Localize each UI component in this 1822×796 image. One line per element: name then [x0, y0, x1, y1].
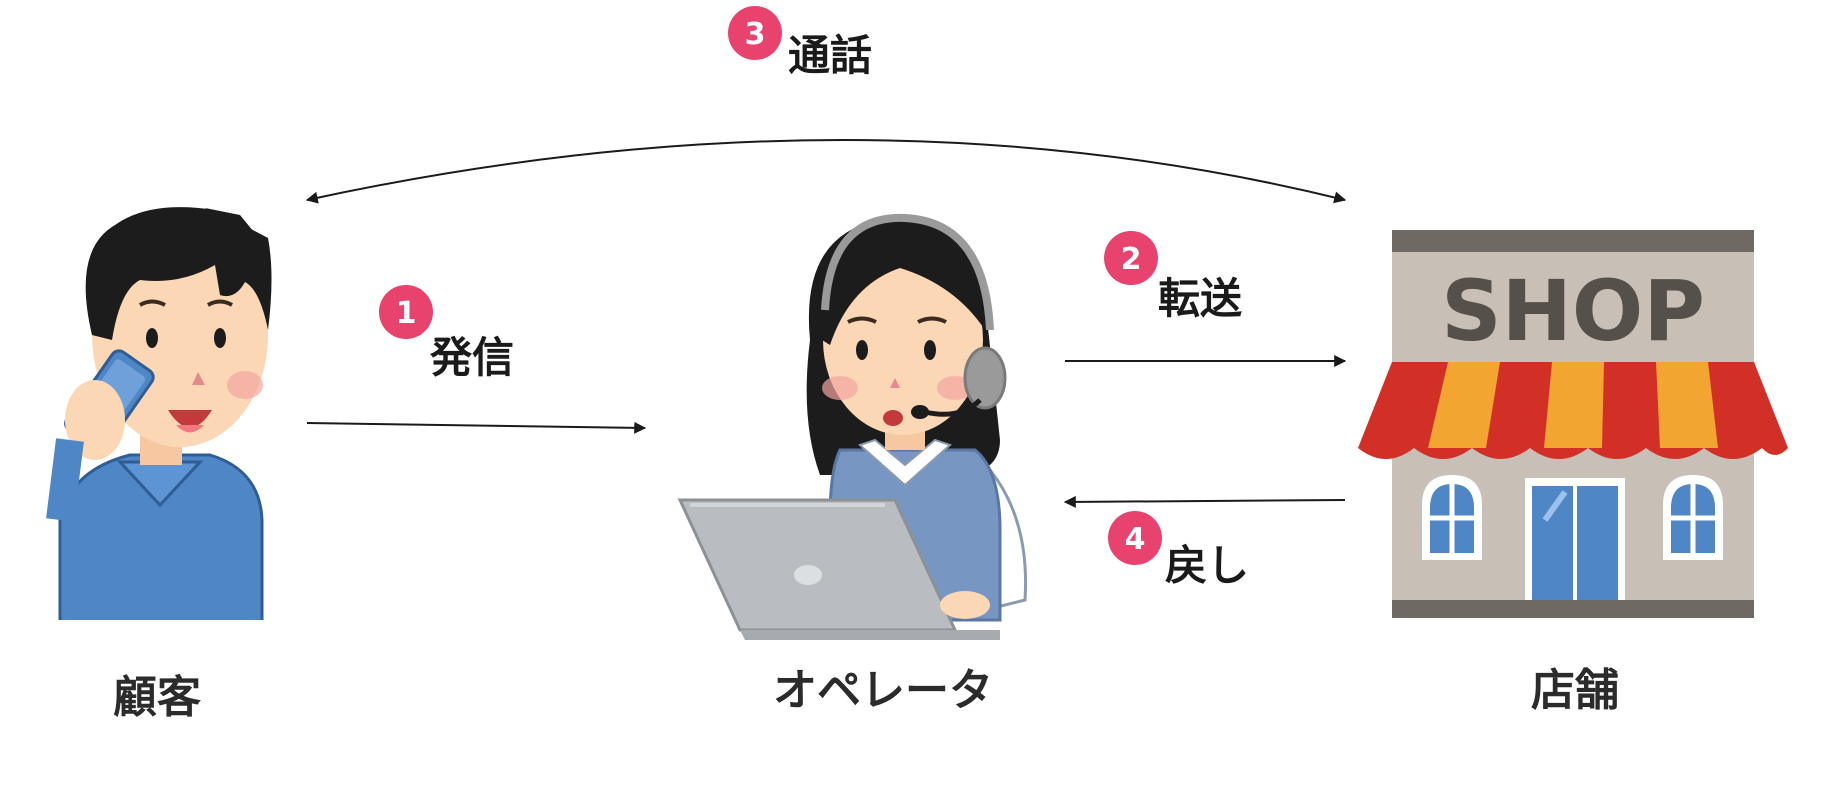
man-phone-icon — [46, 207, 272, 620]
step-3-label: 通話 — [788, 31, 872, 80]
step-4-number: 4 — [1125, 522, 1146, 557]
step-3: 3 通話 — [728, 6, 872, 80]
customer-node: 顧客 — [46, 207, 272, 723]
shop-sign-text: SHOP — [1441, 262, 1705, 360]
store-node: SHOP 店舗 — [1358, 230, 1788, 716]
arrow-return-store-to-operator — [1063, 495, 1346, 508]
customer-label: 顧客 — [113, 672, 201, 723]
step-1-badge — [379, 285, 433, 339]
arrow-talk-customer-store — [305, 139, 1347, 204]
step-1: 1 発信 — [379, 285, 514, 382]
step-3-number: 3 — [745, 17, 766, 52]
awning — [1358, 362, 1788, 459]
step-2: 2 転送 — [1104, 231, 1242, 323]
step-2-label: 転送 — [1158, 274, 1242, 323]
arrow-call-customer-to-operator — [306, 421, 647, 434]
step-2-badge — [1104, 231, 1158, 285]
step-3-badge — [728, 6, 782, 60]
step-1-number: 1 — [396, 296, 417, 331]
operator-headset-icon — [677, 213, 1028, 640]
store-label: 店舗 — [1531, 665, 1619, 716]
step-2-number: 2 — [1121, 242, 1142, 277]
shop-building-icon: SHOP — [1358, 230, 1788, 618]
operator-node: オペレータ — [677, 213, 1028, 716]
step-4: 4 戻し — [1108, 511, 1249, 590]
step-1-label: 発信 — [430, 333, 514, 382]
step-4-badge — [1108, 511, 1162, 565]
operator-label: オペレータ — [773, 665, 993, 716]
step-4-label: 戻し — [1165, 541, 1249, 590]
